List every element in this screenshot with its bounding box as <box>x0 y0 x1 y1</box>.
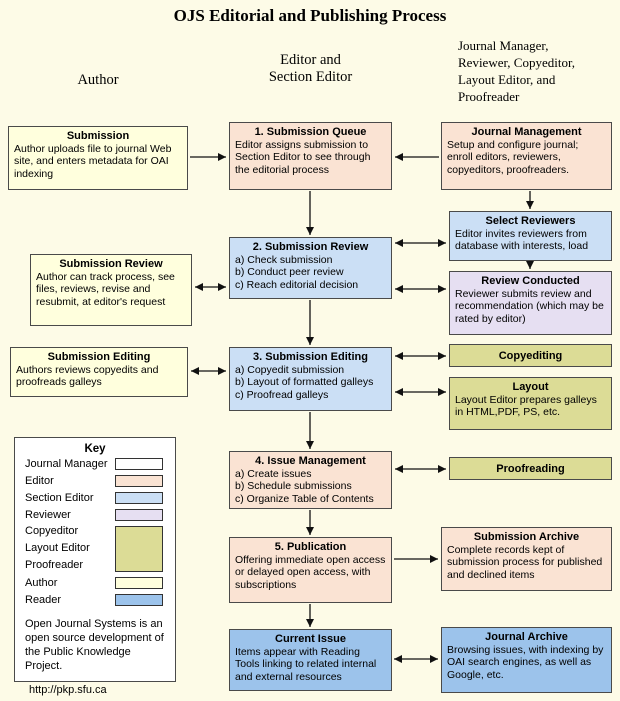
box-current-issue: Current Issue Items appear with Reading … <box>229 629 392 691</box>
box-body: Layout Editor prepares galleys in HTML,P… <box>455 394 597 419</box>
box-body: Items appear with Reading Tools linking … <box>235 646 377 683</box>
box-submission-editing-author: Submission Editing Authors reviews copye… <box>10 347 188 397</box>
box-body: Editor invites reviewers from database w… <box>455 228 589 253</box>
box-title: Copyediting <box>498 349 563 362</box>
box-title: Submission Review <box>59 258 163 270</box>
box-title: Submission Editing <box>47 351 151 363</box>
box-title: Submission Archive <box>473 531 580 543</box>
column-header-other-roles: Journal Manager, Reviewer, Copyeditor, L… <box>458 38 576 104</box>
box-select-reviewers: Select Reviewers Editor invites reviewer… <box>449 211 612 261</box>
key-swatch-author <box>115 576 163 589</box>
box-body: a) Check submission b) Conduct peer revi… <box>235 254 359 291</box>
box-submission-review-author: Submission Review Author can track proce… <box>30 254 192 326</box>
key-swatch-journal-manager <box>115 457 163 470</box>
box-title: Submission <box>66 130 130 142</box>
box-title: Select Reviewers <box>485 215 576 227</box>
box-body: Browsing issues, with indexing by OAI se… <box>447 644 604 681</box>
box-title: 5. Publication <box>274 541 347 553</box>
key-group-labels: Copyeditor Layout Editor Proofreader <box>25 523 90 574</box>
box-submission-queue: 1. Submission Queue Editor assigns submi… <box>229 122 392 190</box>
box-body: Author uploads file to journal Web site,… <box>14 143 172 180</box>
pkp-url: http://pkp.sfu.ca <box>29 684 107 697</box>
key-label: Section Editor <box>25 491 94 504</box>
box-submission-editing: 3. Submission Editing a) Copyedit submis… <box>229 347 392 411</box>
column-header-author: Author <box>77 72 119 88</box>
box-body: Authors reviews copyedits and proofreads… <box>16 364 159 389</box>
box-title: Layout <box>512 381 549 393</box>
box-body: Setup and configure journal; enroll edit… <box>447 139 579 176</box>
key-legend: Key Journal Manager Editor Section Edito… <box>14 437 176 696</box>
key-row-reviewer: Reviewer <box>15 506 175 523</box>
key-row-reader: Reader <box>15 591 175 608</box>
key-swatch-reader <box>115 593 163 606</box>
key-swatch-editor <box>115 474 163 487</box>
box-title: Journal Archive <box>485 631 568 643</box>
key-row-section-editor: Section Editor <box>15 489 175 506</box>
key-label: Journal Manager <box>25 457 108 470</box>
box-proofreading: Proofreading <box>449 457 612 480</box>
key-label: Author <box>25 576 58 589</box>
diagram-title: OJS Editorial and Publishing Process <box>173 6 447 25</box>
key-label: Copyeditor <box>25 525 79 537</box>
box-body: a) Copyedit submission b) Layout of form… <box>235 364 374 401</box>
column-header-editor: Editor and Section Editor <box>268 52 353 85</box>
box-title: Proofreading <box>496 462 565 475</box>
box-body: Reviewer submits review and recommendati… <box>455 288 604 325</box>
key-label: Reader <box>25 593 62 606</box>
key-row-editor: Editor <box>15 472 175 489</box>
box-body: a) Create issues b) Schedule submissions… <box>235 468 374 505</box>
box-body: Offering immediate open access or delaye… <box>235 554 386 591</box>
box-journal-management: Journal Management Setup and configure j… <box>441 122 612 190</box>
box-title: 1. Submission Queue <box>254 126 367 138</box>
box-submission-review: 2. Submission Review a) Check submission… <box>229 237 392 299</box>
box-title: 2. Submission Review <box>252 241 369 253</box>
box-title: 4. Issue Management <box>255 455 366 467</box>
box-publication: 5. Publication Offering immediate open a… <box>229 537 392 603</box>
box-title: Journal Management <box>471 126 582 138</box>
box-body: Complete records kept of submission proc… <box>447 544 603 581</box>
key-swatch-reviewer <box>115 508 163 521</box>
box-body: Editor assigns submission to Section Edi… <box>235 139 371 176</box>
key-row-production-roles: Copyeditor Layout Editor Proofreader <box>15 523 175 574</box>
box-title: 3. Submission Editing <box>253 351 368 363</box>
key-swatch-section-editor <box>115 491 163 504</box>
key-row-journal-manager: Journal Manager <box>15 455 175 472</box>
key-row-author: Author <box>15 574 175 591</box>
box-submission-archive: Submission Archive Complete records kept… <box>441 527 612 591</box>
box-title: Review Conducted <box>481 275 580 287</box>
key-label: Layout Editor <box>25 542 90 554</box>
key-title: Key <box>84 443 106 455</box>
box-journal-archive: Journal Archive Browsing issues, with in… <box>441 627 612 693</box>
box-submission: Submission Author uploads file to journa… <box>8 126 188 190</box>
key-label: Editor <box>25 474 54 487</box>
box-title: Current Issue <box>275 633 346 645</box>
box-layout: Layout Layout Editor prepares galleys in… <box>449 377 612 430</box>
pkp-note: Open Journal Systems is an open source d… <box>25 618 164 673</box>
key-swatch-production-roles <box>115 525 163 572</box>
box-issue-management: 4. Issue Management a) Create issues b) … <box>229 451 392 509</box>
key-label: Proofreader <box>25 559 84 571</box>
key-label: Reviewer <box>25 508 71 521</box>
box-copyediting: Copyediting <box>449 344 612 367</box>
box-body: Author can track process, see files, rev… <box>36 271 175 308</box>
box-review-conducted: Review Conducted Reviewer submits review… <box>449 271 612 335</box>
